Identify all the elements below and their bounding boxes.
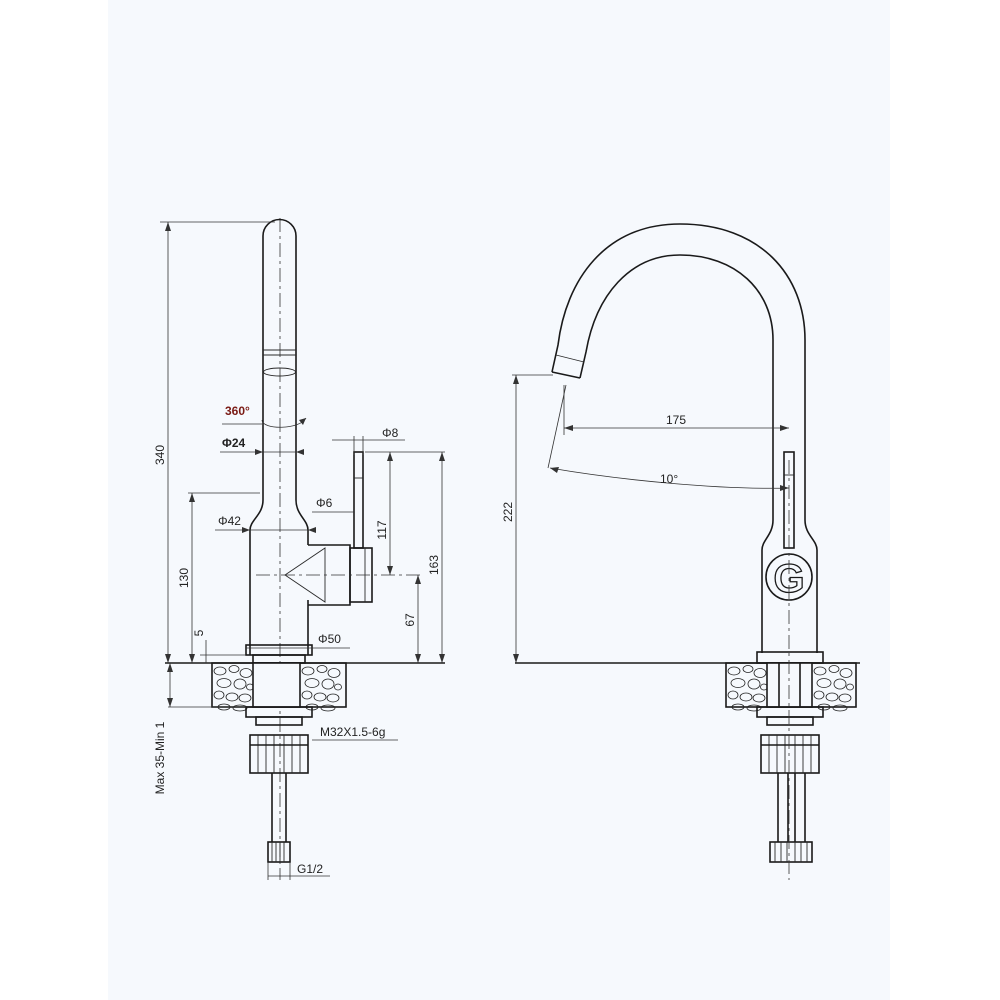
front-mounting-nut <box>760 734 820 774</box>
dim-222: 222 <box>501 502 515 522</box>
front-body <box>761 519 818 653</box>
dim-5: 5 <box>192 629 206 636</box>
hose-fitting <box>267 841 291 863</box>
side-dimensions: 340 130 5 Max 35-Min 1 360° Φ24 Φ8 Φ6 <box>153 221 445 880</box>
rotation-arc <box>261 417 307 428</box>
dim-phi6: Φ6 <box>316 496 333 510</box>
angle-arc <box>549 467 790 489</box>
lever-handle <box>353 451 364 549</box>
dim-117: 117 <box>375 520 389 539</box>
drawing-sheet <box>108 0 890 1000</box>
front-supply-hoses <box>777 773 806 842</box>
front-hose-fittings <box>769 841 813 863</box>
dim-thread: M32X1.5-6g <box>320 725 385 739</box>
front-base-flange <box>756 651 824 664</box>
supply-hose <box>271 773 287 842</box>
gooseneck-inner <box>579 254 774 520</box>
mounting-nut <box>249 734 309 774</box>
dim-340: 340 <box>153 445 167 465</box>
mounting-plate <box>245 706 313 718</box>
aerator-band <box>263 349 296 356</box>
body-outline <box>249 499 309 655</box>
side-view <box>165 218 445 880</box>
dim-g12: G1/2 <box>297 862 323 876</box>
dim-phi8: Φ8 <box>382 426 399 440</box>
dim-phi50: Φ50 <box>318 632 341 646</box>
dim-phi24: Φ24 <box>222 436 246 450</box>
dim-163: 163 <box>427 555 441 575</box>
dim-phi42: Φ42 <box>218 514 241 528</box>
dim-67: 67 <box>403 613 417 627</box>
base-flange <box>245 644 313 656</box>
front-dimensions: 175 10° 222 <box>501 374 790 663</box>
dim-10deg: 10° <box>660 472 678 486</box>
front-view: G <box>515 223 860 880</box>
dim-175: 175 <box>666 413 686 427</box>
dim-130: 130 <box>177 568 191 588</box>
dim-max-min: Max 35-Min 1 <box>153 721 167 794</box>
spout-tube <box>262 218 297 500</box>
dim-360: 360° <box>225 404 250 418</box>
aerator-ring <box>263 367 296 377</box>
gooseneck-outer <box>551 223 806 520</box>
